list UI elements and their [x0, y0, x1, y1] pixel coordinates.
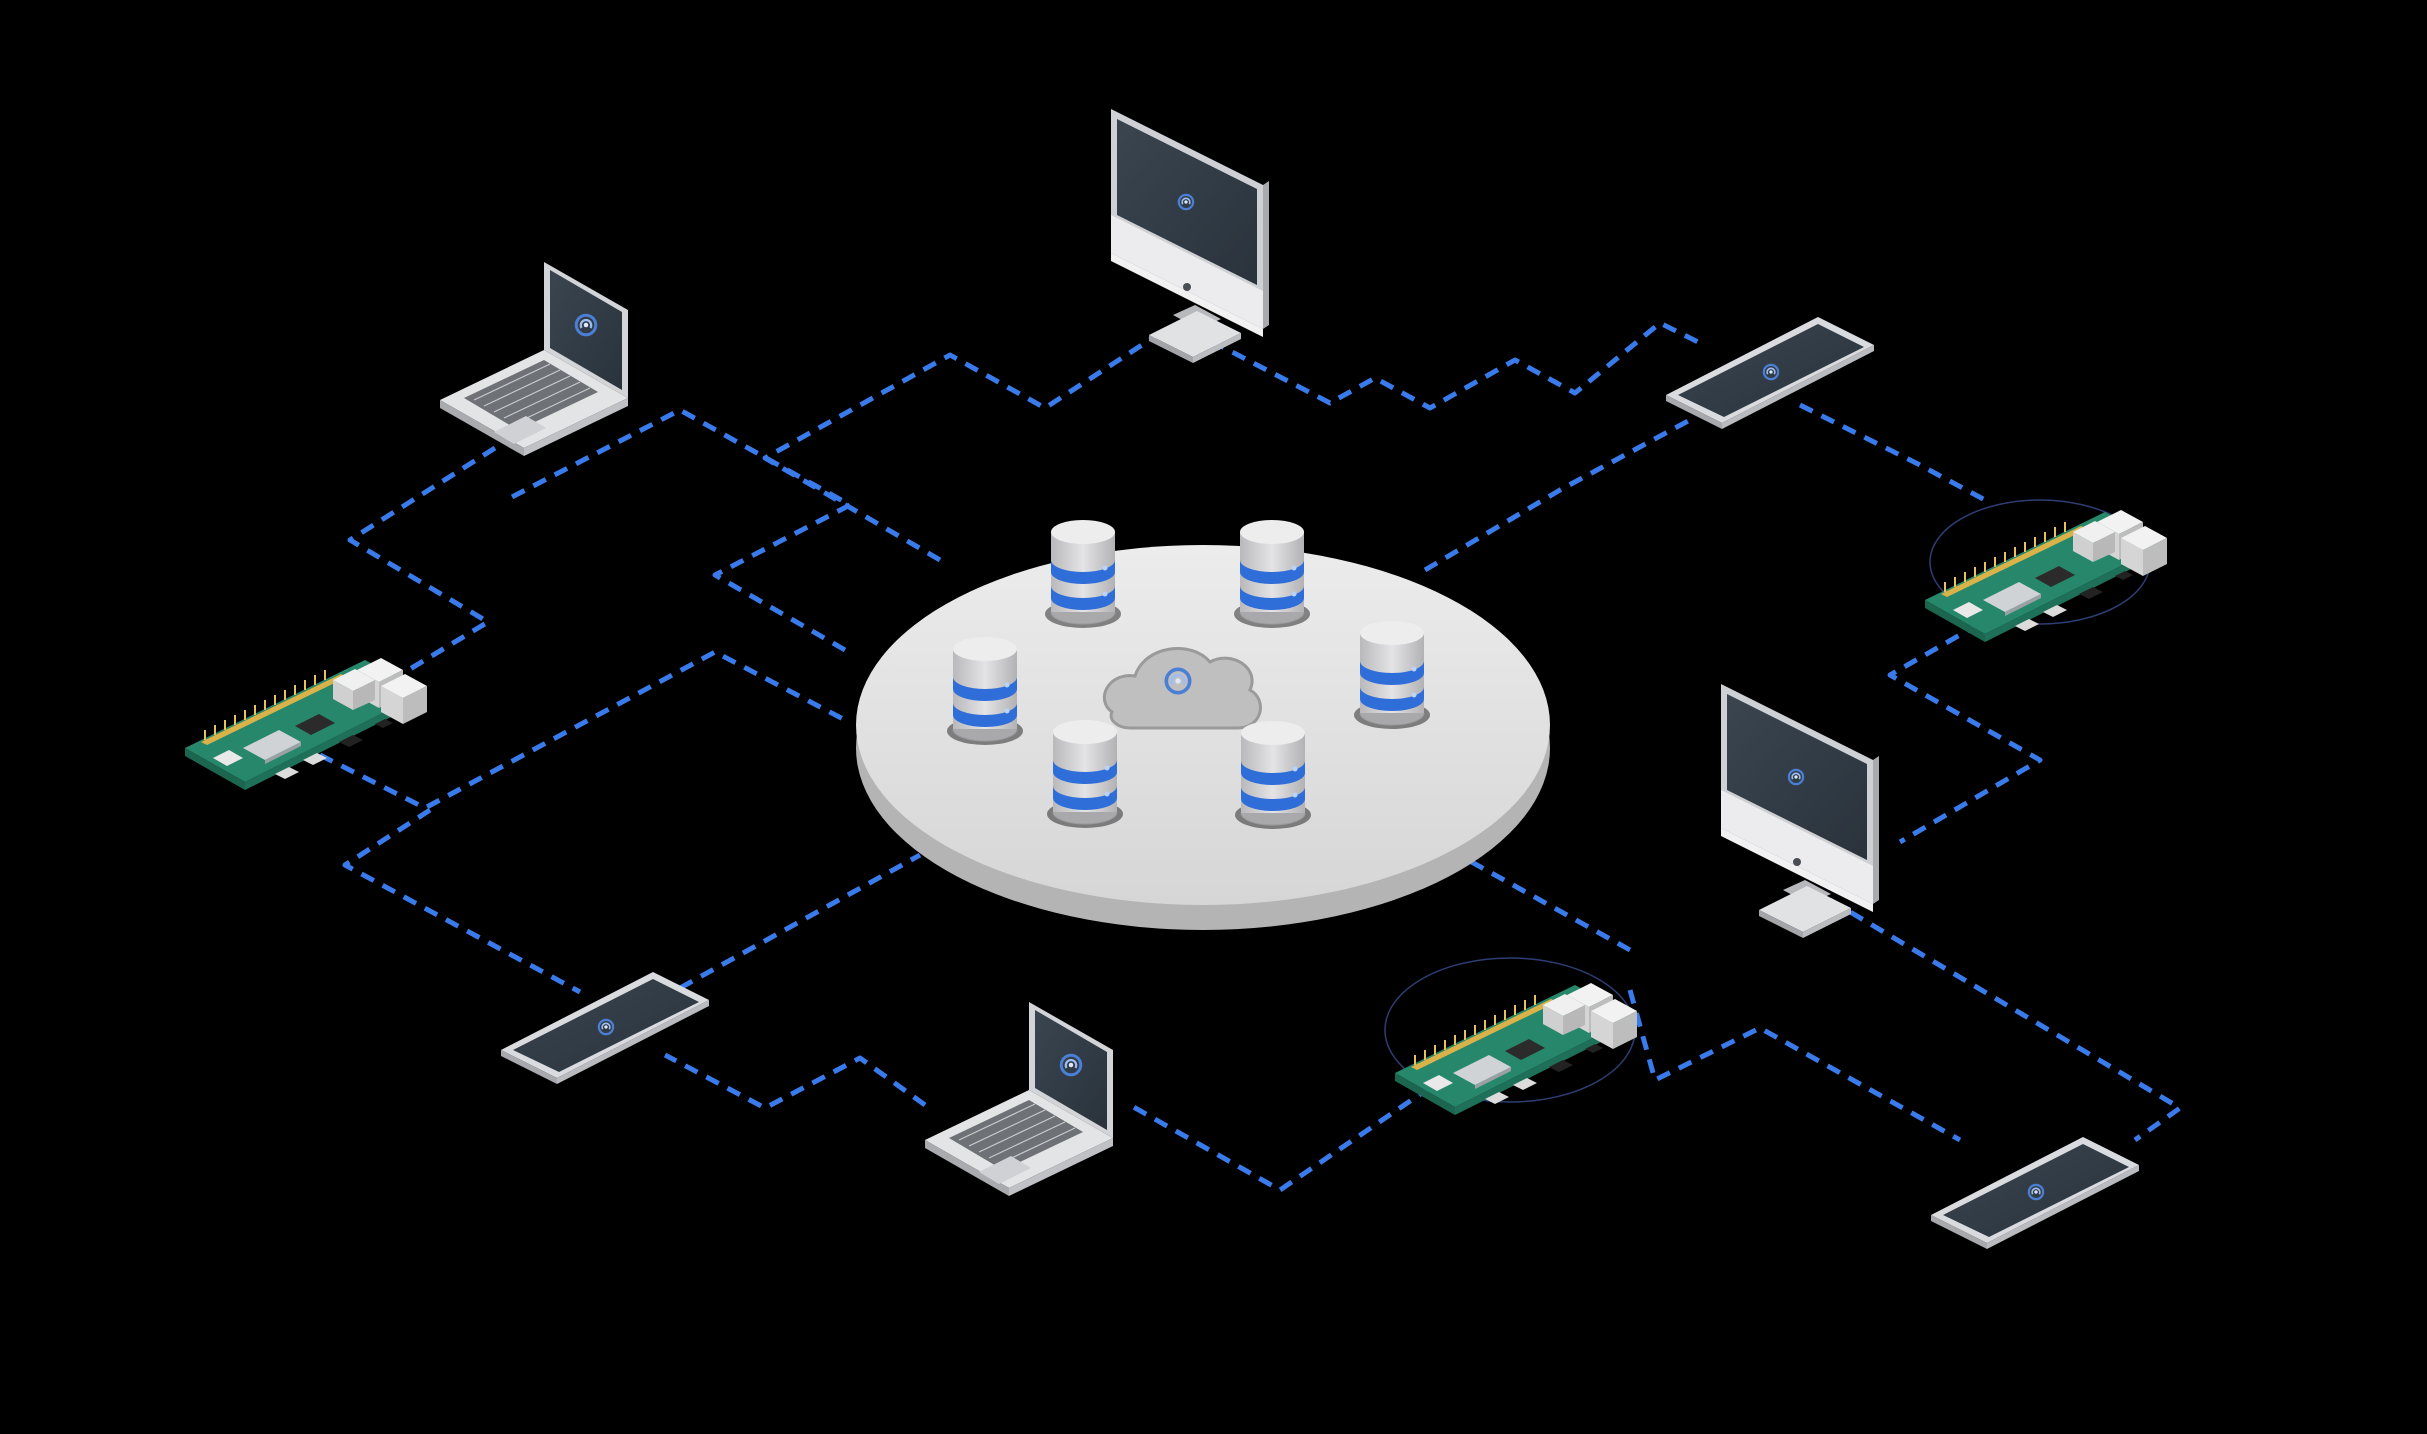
database-icon	[1233, 519, 1311, 629]
connection-lines	[318, 320, 2183, 1193]
link-tablet-board-right	[1798, 402, 1987, 503]
single-board-computer-icon	[1394, 982, 1638, 1116]
link-board-laptop-bottom	[1128, 1057, 1472, 1193]
laptop-icon	[925, 1002, 1113, 1196]
link-hub-tablet-top-right	[1423, 417, 1692, 573]
connected-devices	[184, 109, 2168, 1249]
link-tablet-hub	[678, 852, 922, 991]
database-icon	[946, 636, 1024, 746]
link-board-left-hub	[318, 649, 847, 811]
database-icon	[1234, 720, 1312, 830]
link-hub-board-bottom-right	[1448, 847, 1632, 953]
tablet-icon	[1666, 317, 1874, 429]
link-laptop-tablet-bottom-left	[663, 1052, 927, 1111]
single-board-computer-icon	[1924, 509, 2168, 643]
link-desktop-tablet-bottom-right	[1828, 897, 2183, 1143]
link-hub-desktop-top	[762, 327, 1167, 563]
link-board-left-tablet-bottom-left	[342, 807, 582, 995]
link-board-tablet-bottom-right	[1627, 989, 1962, 1143]
laptop-icon	[440, 262, 628, 456]
cloud-icon	[1102, 647, 1262, 730]
tablet-icon	[1931, 1137, 2139, 1249]
link-board-desktop-right	[1887, 609, 2043, 845]
link-desktop-tablet-top-right	[1188, 320, 1702, 411]
database-icon	[1044, 519, 1122, 629]
database-icon	[1353, 620, 1431, 730]
database-icon	[1046, 719, 1124, 829]
link-hub-laptop-top-left	[508, 407, 853, 653]
single-board-computer-icon	[184, 657, 428, 791]
link-laptop-board-left	[347, 445, 497, 678]
desktop-monitor-icon	[1721, 684, 1879, 938]
desktop-monitor-icon	[1111, 109, 1269, 363]
tablet-icon	[501, 972, 709, 1084]
cloud-database-cluster	[856, 519, 1550, 930]
